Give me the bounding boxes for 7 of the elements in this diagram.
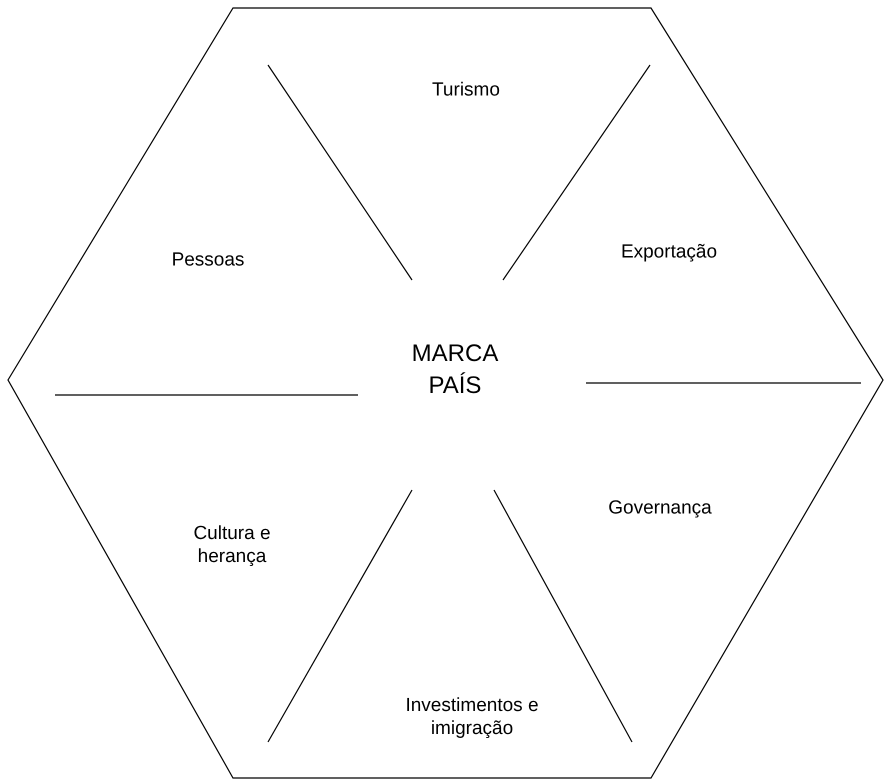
- center-title: MARCA PAÍS: [410, 339, 500, 401]
- segment-label: Cultura e herança: [192, 522, 272, 568]
- segment-label: Pessoas: [170, 248, 246, 272]
- segment-label: Investimentos e imigração: [404, 694, 540, 740]
- segment-label: Governança: [607, 496, 713, 520]
- segment-label: Turismo: [431, 78, 501, 102]
- segment-label: Exportação: [620, 240, 718, 264]
